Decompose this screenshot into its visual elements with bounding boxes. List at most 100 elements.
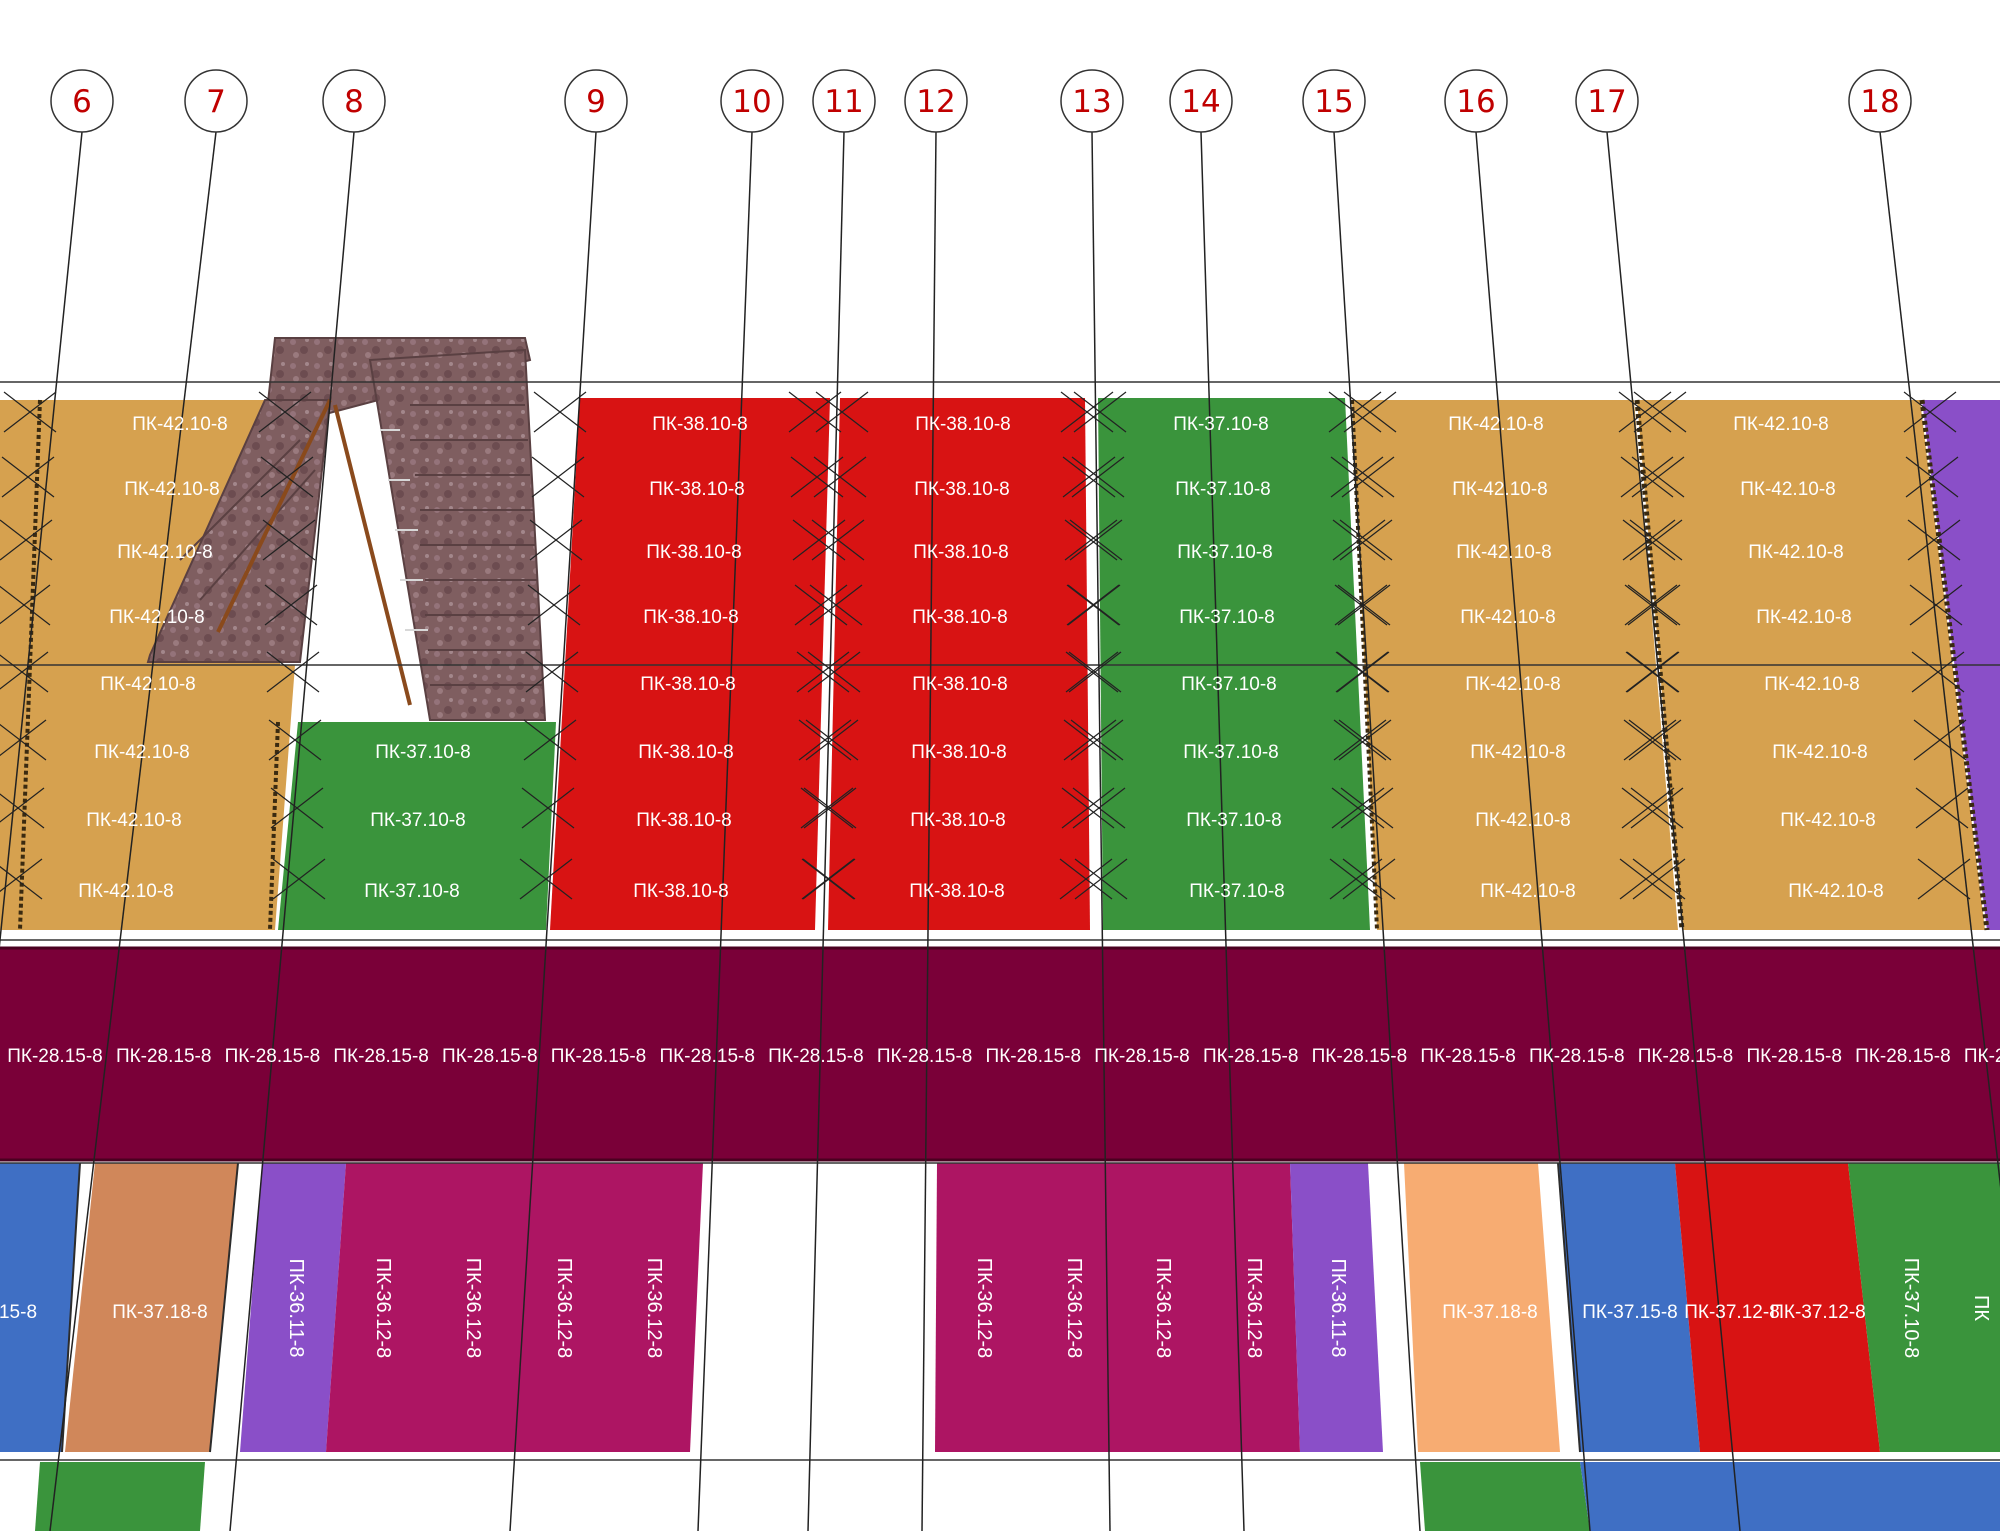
slab-peach-label: ПК-37.18-8 [1442, 1302, 1538, 1323]
support-cross-mark [525, 651, 579, 693]
axis-label-6: 6 [72, 84, 92, 120]
support-cross-mark [794, 584, 848, 626]
slab-tan-16-17-label: ПК-42.10-8 [1788, 881, 1884, 902]
axis-line-7 [49, 131, 217, 1531]
slab-violet-lower-b [1290, 1163, 1383, 1452]
slab-labels-vertical: ПК-36.11-8 ПК-36.12-8 ПК-36.12-8 ПК-36.12-8… [285, 1258, 1992, 1359]
axis-bubble-16: 16 [1444, 69, 1508, 133]
slab-red-b-label: ПК-38.10-8 [913, 542, 1009, 563]
axis-line-13 [1091, 131, 1111, 1531]
slab-magenta-b-label: ПК-36.12-8 [1243, 1258, 1265, 1359]
slab-maroon-corridor-label: ПК-28.15-8 [1094, 1046, 1190, 1067]
support-cross-mark [1338, 719, 1392, 761]
support-cross-mark [1917, 858, 1971, 900]
support-cross-mark [1063, 719, 1117, 761]
slab-magenta-a-label: ПК-36.12-8 [462, 1258, 484, 1359]
slab-maroon-corridor-label: ПК-28.15-8 [1420, 1046, 1516, 1067]
slab-tan-15-16-label: ПК-42.10-8 [1480, 881, 1576, 902]
slab-maroon-corridor-label: ПК-28.15-8 [442, 1046, 538, 1067]
slab-violet-lower-a [240, 1163, 346, 1452]
support-cross-mark [0, 787, 45, 823]
slab-green-13-14-label: ПК-37.10-8 [1177, 542, 1273, 563]
axis-line-16 [1475, 131, 1591, 1531]
support-cross-mark [1339, 519, 1393, 561]
support-cross-mark [1618, 391, 1672, 433]
axis-label-16: 16 [1456, 84, 1495, 120]
slab-magenta-b-label: ПК-36.12-8 [1152, 1258, 1174, 1359]
support-cross-mark [796, 651, 850, 693]
support-cross-mark [1071, 456, 1125, 498]
axis-line-6 [0, 131, 83, 948]
support-cross-mark [1074, 858, 1128, 900]
slab-maroon-corridor-label: ПК-28.15-8 [7, 1046, 103, 1067]
support-cross-mark [1335, 651, 1389, 693]
support-cross-mark [1333, 719, 1387, 761]
support-cross-mark [805, 719, 859, 761]
slab-green-bottom-left [35, 1462, 205, 1531]
support-cross-mark [1632, 858, 1686, 900]
axis-line-17 [1606, 131, 1741, 1531]
support-cross-mark [3, 391, 57, 433]
slab-tan-16-17-label: ПК-42.10-8 [1764, 674, 1860, 695]
slab-tan-16-17-label: ПК-42.10-8 [1756, 607, 1852, 628]
axis-label-8: 8 [344, 84, 364, 120]
axis-bubble-15: 15 [1302, 69, 1366, 133]
slab-blue-bottom-right [1580, 1462, 2000, 1531]
axis-label-12: 12 [916, 84, 955, 120]
axis-line-14 [1200, 131, 1245, 1531]
support-cross-mark [1336, 651, 1390, 693]
support-cross-mark [1070, 719, 1124, 761]
support-cross-mark [1341, 456, 1395, 498]
slab-red-b-label: ПК-38.10-8 [915, 414, 1011, 435]
support-cross-mark [800, 787, 854, 829]
slab-green-stair-label: ПК-37.10-8 [375, 742, 471, 763]
support-cross-mark [801, 858, 855, 900]
slab-magenta-b-label: ПК-36.12-8 [973, 1258, 995, 1359]
support-cross-mark [1331, 787, 1385, 829]
slab-maroon-corridor-label: ПК-28.15-8 [768, 1046, 864, 1067]
slab-green-stair-label: ПК-37.10-8 [370, 810, 466, 831]
support-cross-mark [1915, 787, 1969, 829]
slab-tan-6-7-label: ПК-42.10-8 [100, 674, 196, 695]
slab-green-lower-label: ПК-37.10-8 [1900, 1258, 1922, 1359]
support-cross-mark [809, 584, 863, 626]
slab-green-stair-label: ПК-37.10-8 [364, 881, 460, 902]
support-cross-mark [1072, 787, 1126, 829]
axis-bubble-9: 9 [564, 69, 628, 133]
slab-blue-right-label: ПК-37.15-8 [1582, 1302, 1678, 1323]
support-cross-mark [531, 456, 585, 498]
axis-label-14: 14 [1181, 84, 1220, 120]
support-cross-mark [264, 584, 318, 626]
axis-line-12 [921, 131, 937, 1531]
slab-violet-lower-a-label: ПК-36.11-8 [285, 1258, 307, 1357]
axis-label-7: 7 [206, 84, 226, 120]
slab-tan-15-16-label: ПК-42.10-8 [1465, 674, 1561, 695]
axis-line-18 [1879, 131, 2000, 1188]
support-cross-mark [1064, 519, 1118, 561]
support-cross-mark [1628, 719, 1682, 761]
axis-line-11 [807, 131, 845, 1531]
slab-maroon-corridor-label: ПК-28.15-8 [116, 1046, 212, 1067]
slab-tan-16-17-label: ПК-42.10-8 [1772, 742, 1868, 763]
support-cross-mark [258, 391, 312, 433]
axis-label-11: 11 [824, 84, 863, 120]
slab-magenta-a-label: ПК-36.12-8 [372, 1258, 394, 1359]
lower-slab-band [0, 1162, 2000, 1531]
slab-red-a-label: ПК-38.10-8 [636, 810, 732, 831]
support-cross-mark [523, 719, 577, 761]
slab-maroon-corridor-label: ПК-28.15-8 [1203, 1046, 1299, 1067]
support-cross-mark [519, 858, 573, 900]
slab-maroon-corridor-label: ПК-28.15-8 [225, 1046, 321, 1067]
support-cross-mark [1619, 858, 1673, 900]
support-cross-mark [1073, 391, 1127, 433]
slab-green-13-14-label: ПК-37.10-8 [1173, 414, 1269, 435]
slab-tan-6-7-label: ПК-42.10-8 [132, 414, 228, 435]
support-cross-mark [268, 719, 322, 761]
slab-red-b-label: ПК-38.10-8 [910, 810, 1006, 831]
axis-line-10 [697, 131, 753, 1531]
slab-magenta-b [935, 1163, 1300, 1452]
support-cross-mark [1623, 719, 1677, 761]
axis-bubble-18: 18 [1848, 69, 1912, 133]
slab-copper-label: ПК-37.18-8 [112, 1302, 208, 1323]
